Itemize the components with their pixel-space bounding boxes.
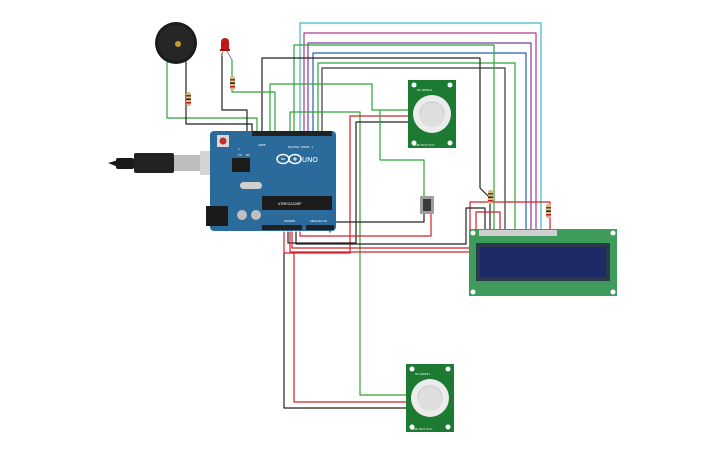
wire-blue [312, 52, 527, 233]
tx-label: TX [237, 153, 242, 157]
arduino-logo-icon [276, 153, 302, 165]
wire-button-red [299, 213, 432, 237]
pushbutton-icon[interactable] [420, 196, 434, 214]
wire-buzzer-black [185, 57, 253, 132]
resistor-led [230, 76, 235, 90]
wire-purple [307, 42, 532, 233]
wire-pir-top-black [287, 121, 409, 244]
power-label: POWER [284, 219, 295, 223]
wire-magenta [303, 32, 537, 233]
rx-label: RX [246, 153, 250, 157]
board-model-label: UNO [302, 156, 318, 164]
wire-cyan [299, 22, 542, 233]
wire-green-lcd-b [293, 44, 495, 233]
wire-button-green [379, 109, 425, 199]
wire-pir-top-green [269, 83, 409, 132]
pir-bottom-label: HC-SR501 [415, 372, 430, 376]
aref-label: AREF [258, 143, 266, 147]
red-led-icon[interactable] [220, 38, 233, 61]
wire-pir-top-green2 [289, 111, 409, 396]
pir-sensor-bottom[interactable]: HC-SR501 GND OUT VCC [406, 364, 454, 432]
wire-button-black [329, 213, 425, 233]
wire-dark-lcd [321, 67, 506, 233]
wire-pir-bottom-red [293, 253, 409, 403]
pir-top-label: HC-SR501 [417, 88, 432, 92]
wire-buzzer-green [166, 57, 258, 132]
chip-label: ATMEGA328P [278, 202, 301, 206]
resistor-lcd-2 [546, 204, 551, 218]
wire-led-black [221, 53, 248, 132]
l-label: L [238, 147, 240, 151]
lcd-pin-header [479, 230, 557, 236]
resistor-lcd-1 [488, 190, 493, 204]
analog-label: ANALOG IN [310, 219, 327, 223]
wire-led-green [231, 59, 276, 132]
pir-bottom-pins: GND OUT VCC [411, 427, 432, 431]
wire-pir-bottom-black [283, 253, 409, 409]
arduino-uno-board[interactable]: ATMEGA328P UNO DIGITAL (PWM~) POWER ANAL… [206, 131, 336, 231]
piezo-buzzer-icon[interactable] [155, 22, 197, 64]
wire-green-lcd-a [317, 62, 516, 233]
pir-sensor-top[interactable]: HC-SR501 GND OUT VCC [408, 80, 456, 148]
resistor-buzzer [186, 92, 191, 106]
digital-label: DIGITAL (PWM~) [288, 145, 313, 149]
lcd-display[interactable] [469, 229, 617, 296]
usb-plug-icon [108, 151, 228, 175]
pir-top-pins: GND OUT VCC [413, 143, 434, 147]
wire-pir-top-red [283, 115, 409, 254]
